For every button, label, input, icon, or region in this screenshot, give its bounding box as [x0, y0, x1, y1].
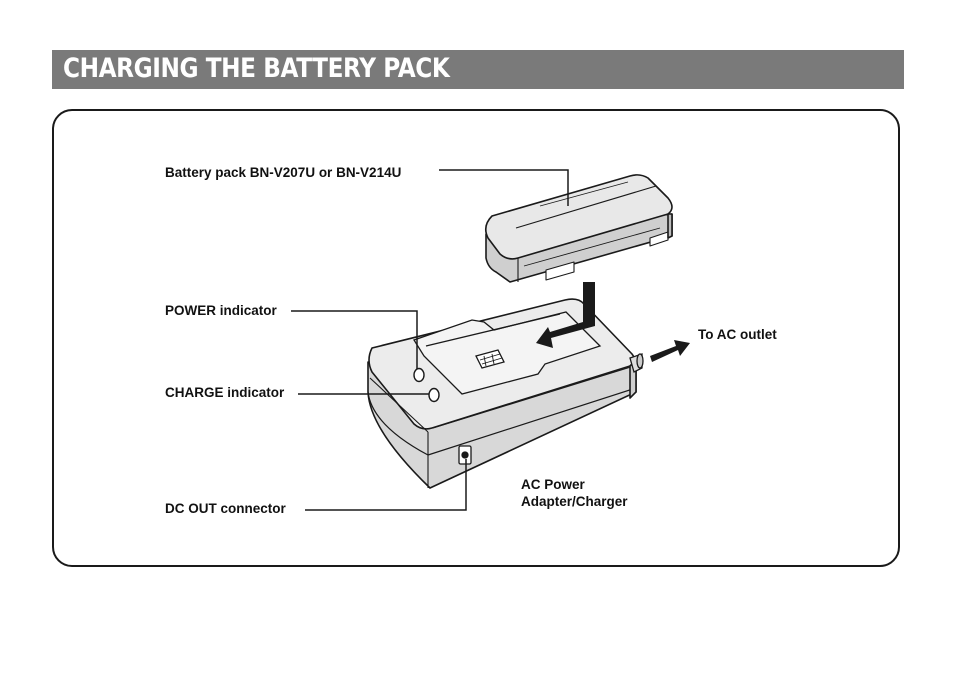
- ac-outlet-arrow-icon: [650, 340, 690, 362]
- dc-out-leader-line: [305, 459, 467, 511]
- battery-pack: [484, 174, 673, 283]
- leader-lines: [291, 169, 569, 511]
- page-title: CHARGING THE BATTERY PACK: [63, 53, 450, 84]
- insert-arrow-icon: [536, 282, 595, 348]
- charge-indicator-label: CHARGE indicator: [165, 385, 285, 400]
- power-indicator-led: [413, 367, 425, 383]
- dc-out-jack: [458, 445, 472, 465]
- battery-pack-label: Battery pack BN-V207U or BN-V214U: [165, 165, 402, 180]
- adapter-label-line2: Adapter/Charger: [521, 494, 628, 509]
- charge-indicator-led: [428, 387, 440, 403]
- battery-leader-line: [439, 169, 569, 206]
- diagram-panel: [52, 109, 900, 567]
- power-leader-line: [291, 310, 418, 369]
- ac-outlet-label: To AC outlet: [698, 327, 777, 342]
- title-bar: CHARGING THE BATTERY PACK: [52, 50, 904, 89]
- ac-plug: [629, 353, 644, 373]
- dc-out-label: DC OUT connector: [165, 501, 286, 516]
- adapter-label-line1: AC Power: [521, 477, 585, 492]
- power-indicator-label: POWER indicator: [165, 303, 277, 318]
